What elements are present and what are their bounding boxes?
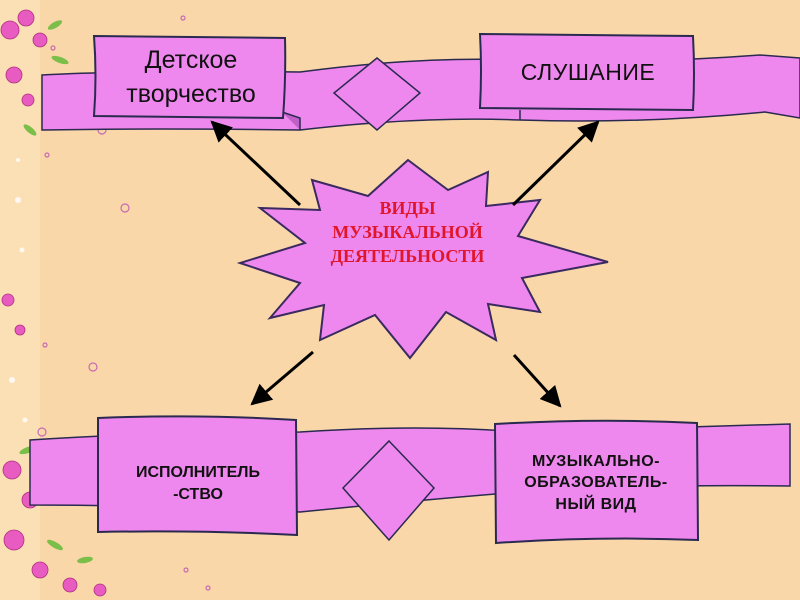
arrow-to-bottom-left [252, 352, 313, 404]
node-top-left-label: Детское творчество [100, 38, 282, 118]
arrow-to-top-left [212, 122, 300, 205]
center-title: ВИДЫ МУЗЫКАЛЬНОЙ ДЕЯТЕЛЬНОСТИ [300, 192, 515, 272]
node-bottom-right-label: МУЗЫКАЛЬНО- ОБРАЗОВАТЕЛЬ- НЫЙ ВИД [496, 428, 696, 538]
node-top-right-label: СЛУШАНИЕ [482, 38, 694, 108]
arrow-to-bottom-right [514, 355, 560, 406]
arrow-to-top-right [513, 122, 598, 205]
node-bottom-left-label: ИСПОЛНИТЕЛЬ -СТВО [100, 438, 296, 530]
